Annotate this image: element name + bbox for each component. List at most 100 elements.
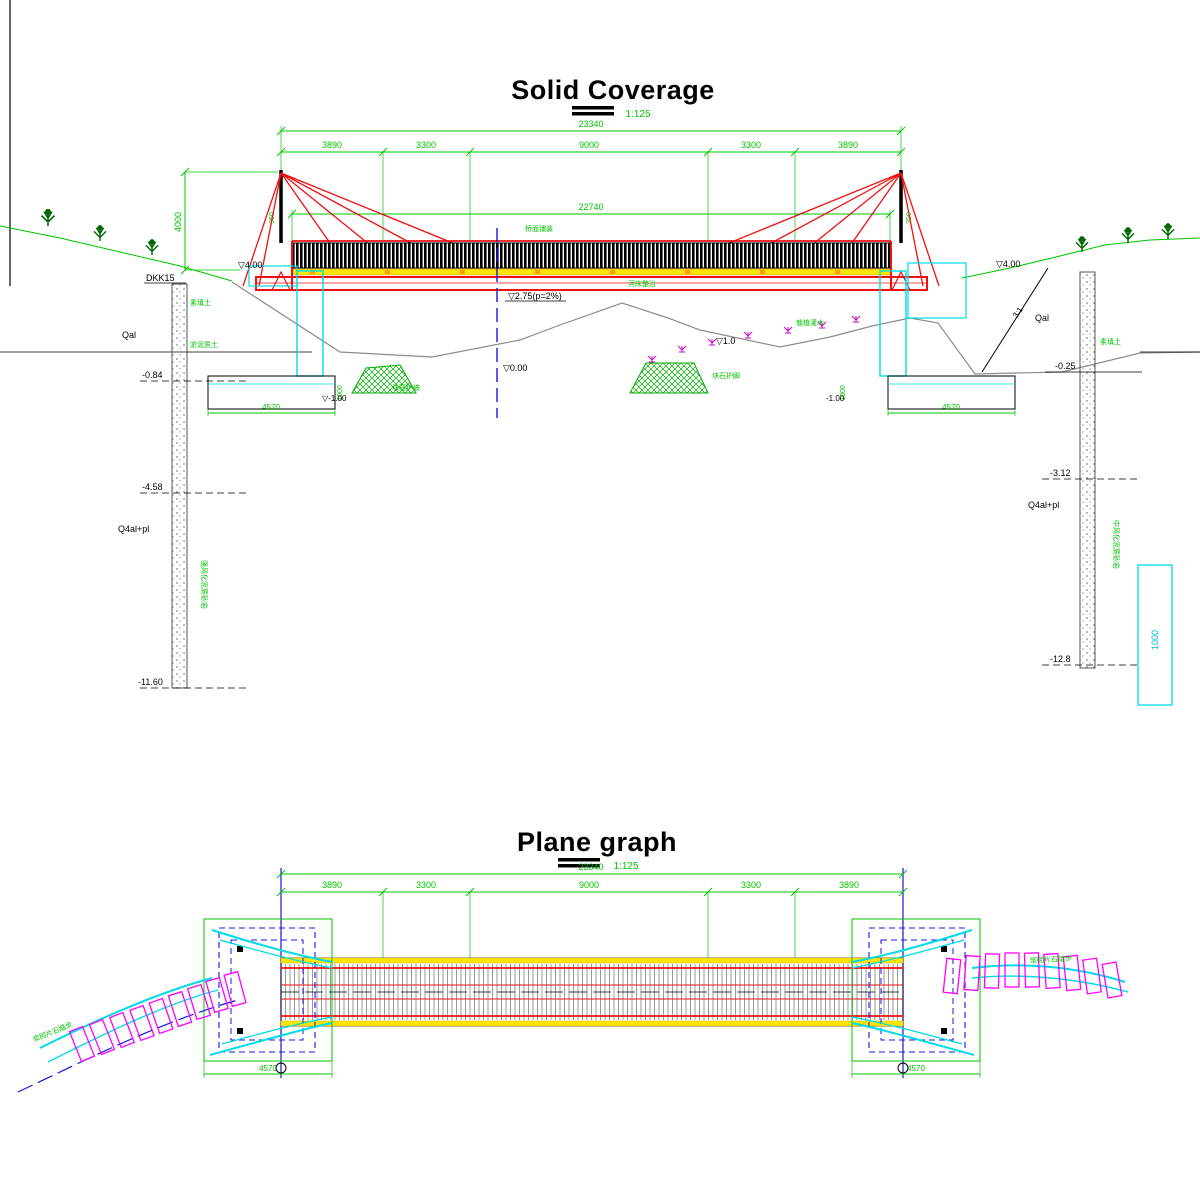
deck-girder — [291, 242, 892, 269]
dim-seg: 3300 — [741, 140, 761, 150]
level-right-0: -0.25 — [1055, 361, 1076, 371]
deck-note: 桥面铺装 — [525, 224, 553, 233]
wingwall — [851, 929, 973, 963]
geo-right-upper: Qal — [1035, 313, 1049, 323]
shrub-icon — [677, 345, 687, 353]
geo-left-lower: Q4al+pl — [118, 524, 149, 534]
riprap: 块石护坡 块石护脚 栽植灌木 ▽1.0 ▽0.00 — [351, 315, 861, 394]
wingwall — [211, 929, 333, 963]
left-top-level: ▽4.00 — [238, 260, 262, 270]
level-right-1: -3.12 — [1050, 468, 1071, 478]
deck-edge-top — [280, 957, 904, 964]
substructure: 4570 1000 ▽-1.00 4570 1000 -1.00 — [207, 262, 1016, 416]
level-left-3: -11.60 — [138, 677, 163, 687]
cables-left — [242, 172, 471, 287]
shrub-icon — [647, 355, 657, 363]
right-depth-dim: 1000 — [1150, 630, 1160, 650]
dim-seg: 3890 — [322, 140, 342, 150]
riprap-left-area — [351, 364, 417, 394]
plan-title: Plane graph — [517, 827, 677, 857]
scale-bar — [558, 858, 600, 862]
tree-icon — [1121, 226, 1135, 244]
dim-total: 23340 — [578, 119, 603, 129]
dim-seg: 3890 — [322, 880, 342, 890]
right-soil-deep: 中风化泥质砂岩 — [1112, 520, 1121, 569]
wingwall — [209, 1022, 333, 1056]
shrub-icon — [707, 338, 717, 346]
road-centerline — [17, 999, 239, 1093]
dim-seg: 3300 — [416, 140, 436, 150]
bridge-deck: 桥面铺装 ▽2.75(p=2%) 河床整治 — [255, 224, 928, 302]
water-level: ▽1.0 — [716, 336, 735, 346]
section-marker — [275, 1062, 287, 1074]
footing-right-dim: 4570 — [907, 1064, 925, 1073]
shrub-icon — [783, 326, 793, 334]
geo-right-lower: Q4al+pl — [1028, 500, 1059, 510]
depth-bracket — [1137, 564, 1173, 706]
footing-right-dim: 4570 — [942, 403, 960, 412]
right-top-level: ▽4.00 — [996, 259, 1020, 269]
riprap-center-area — [629, 362, 709, 394]
wingwall — [219, 939, 333, 969]
bearing-marks — [310, 270, 840, 274]
borehole-label: DKK15 — [146, 273, 175, 283]
anchor-block-left: 4570 — [203, 918, 333, 1078]
tree-icon — [145, 238, 159, 256]
footing-left-dim: 4570 — [259, 1064, 277, 1073]
scale-bar — [572, 112, 614, 116]
dim-seg: 3890 — [838, 140, 858, 150]
tree-icon — [93, 224, 107, 242]
riprap-center-label: 块石护脚 — [712, 371, 740, 380]
pier-left — [296, 270, 324, 377]
level-left-2: -4.58 — [142, 482, 163, 492]
section-marker — [897, 1062, 909, 1074]
footing-left — [207, 375, 336, 410]
steps-left-label: 浆砌片石踏步 — [31, 1020, 73, 1044]
wingwall — [851, 939, 965, 969]
plan-view: Plane graph 1:125 23340 3890 3300 9000 3… — [17, 827, 1129, 1093]
borehole-right: -0.25 Qal Q4al+pl -3.12 -12.8 素填土 中风化泥质砂… — [1028, 271, 1173, 706]
deck-plan — [280, 957, 904, 1027]
ground-profile — [231, 281, 1200, 375]
scale-bar — [558, 864, 600, 868]
riprap-left-label: 块石护坡 — [392, 383, 420, 392]
footing-left-dim: 4570 — [262, 403, 280, 412]
shrub-icon — [851, 315, 861, 323]
deck-edge-bottom — [280, 1020, 904, 1027]
dim-seg: 3300 — [741, 880, 761, 890]
dim-seg: 9000 — [579, 140, 599, 150]
pier-right-level: -1.00 — [826, 394, 845, 403]
cap-beam — [255, 276, 928, 291]
slope-line — [981, 267, 1049, 373]
footing-right — [887, 375, 1016, 410]
elevation-view: Solid Coverage 1:125 23340 3890 3300 900… — [0, 0, 1200, 706]
anchor-block-right: 4570 — [851, 918, 981, 1078]
borehole-left: DKK15 Qal Q4al+pl -0.84 -4.58 -11.60 素填土… — [118, 273, 248, 689]
elevation-scale: 1:125 — [625, 109, 650, 120]
plan-dimensions: 23340 3890 3300 9000 3300 3890 — [276, 862, 908, 958]
dim-height: 4000 — [173, 212, 183, 232]
wingwall — [851, 1016, 963, 1045]
level-left-1: -0.84 — [142, 370, 163, 380]
abutment-right — [907, 262, 967, 319]
dim-seg: 9000 — [579, 880, 599, 890]
dim-span: 22740 — [578, 202, 603, 212]
wingwall — [851, 1022, 975, 1056]
left-soil-mid: 淤泥质土 — [190, 340, 218, 349]
terrain: 3:1 — [0, 208, 1200, 375]
elevation-title: Solid Coverage — [511, 75, 715, 105]
channel-note: 河床整治 — [628, 279, 656, 288]
left-soil-deep: 强风化泥质砂岩 — [200, 560, 209, 609]
cables-right — [711, 172, 940, 287]
left-soil-top: 素填土 — [190, 298, 211, 307]
dim-total: 23340 — [578, 862, 603, 872]
dim-seg: 3890 — [839, 880, 859, 890]
tree-icon — [40, 208, 56, 227]
abutment-left — [248, 265, 298, 287]
steps-right-label: 浆砌片石踏步 — [1030, 954, 1072, 965]
shrub-icon — [743, 331, 753, 339]
deck-slope-label: ▽2.75(p=2%) — [508, 291, 562, 301]
geo-left-upper: Qal — [122, 330, 136, 340]
tower-base-right — [891, 270, 911, 291]
